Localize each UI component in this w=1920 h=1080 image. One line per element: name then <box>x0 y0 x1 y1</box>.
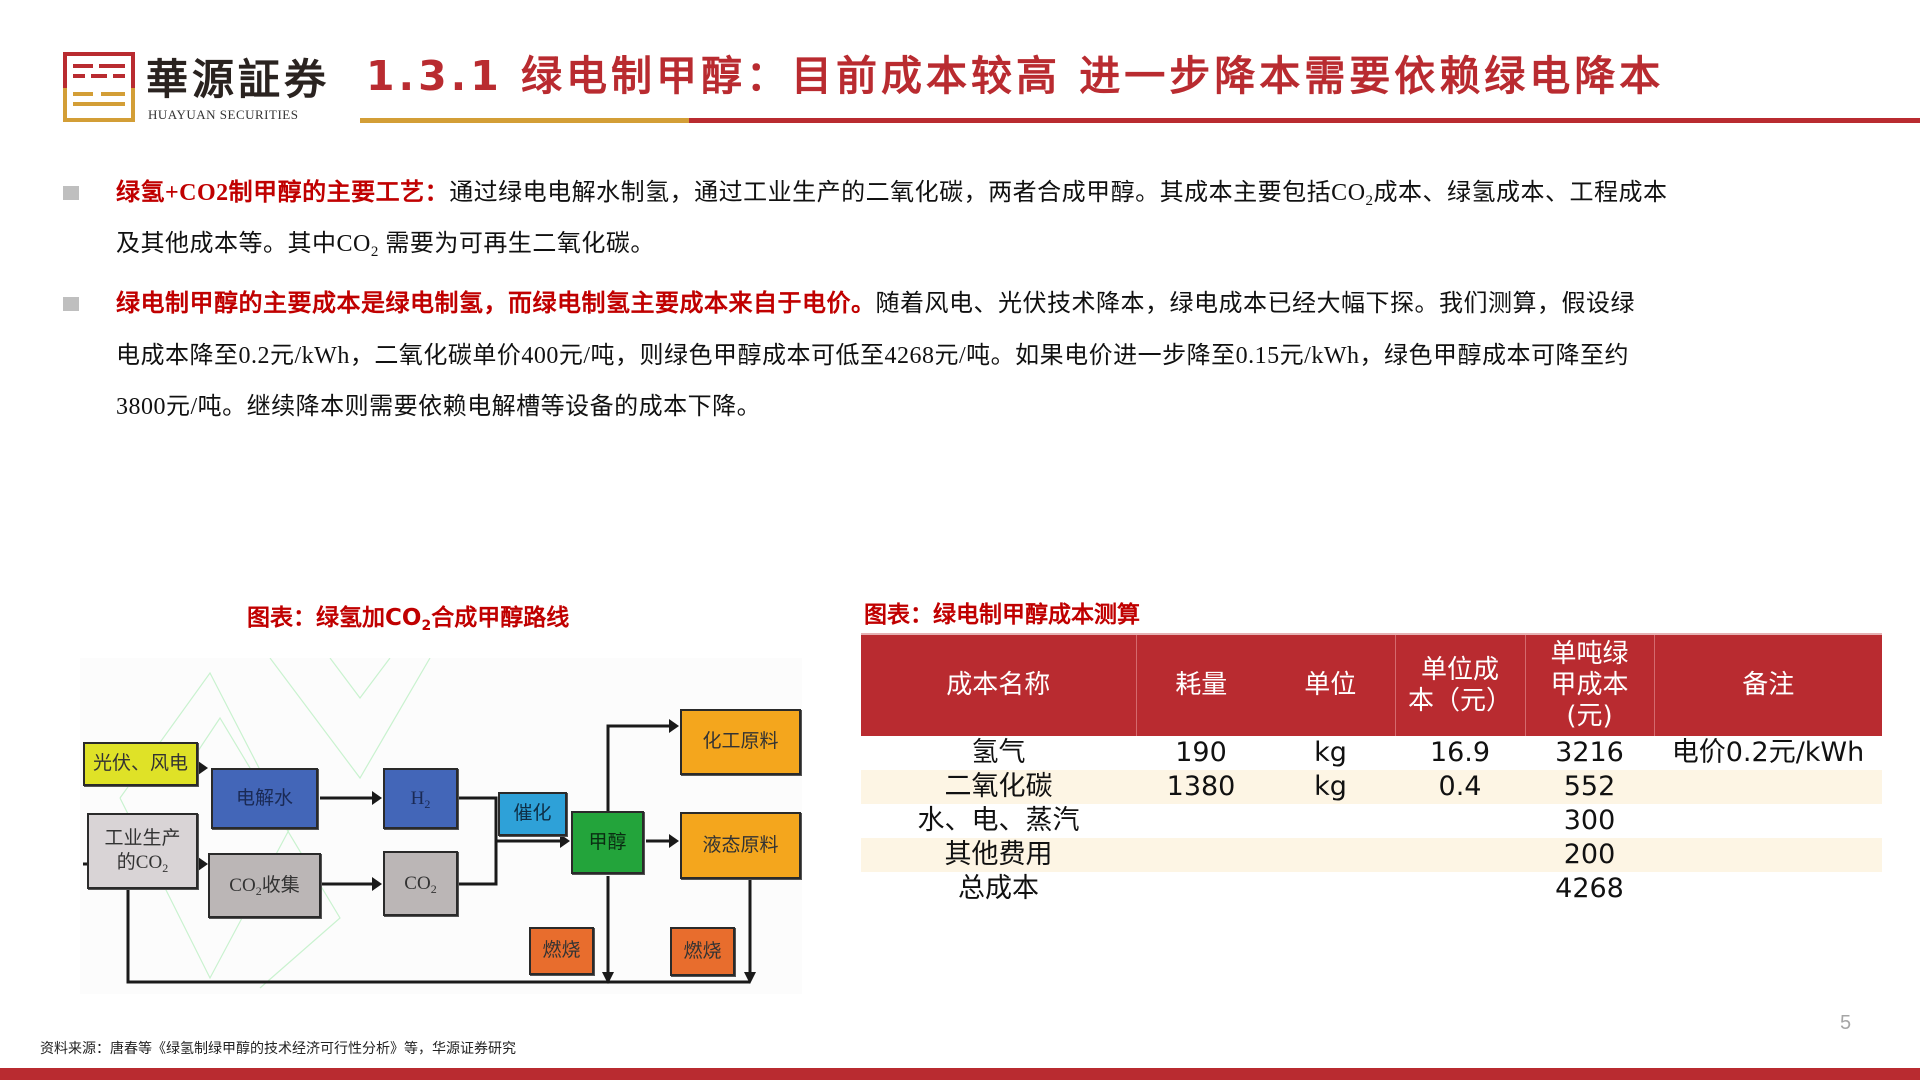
table-row: 二氧化碳 1380 kg 0.4 552 <box>861 770 1882 804</box>
node-liquid-feedstock: 液态原料 <box>680 812 801 879</box>
cell-unit: kg <box>1266 770 1395 804</box>
bullet-icon <box>63 186 79 200</box>
title-underline-red <box>689 118 1920 123</box>
cell-unit-cost: 0.4 <box>1395 770 1525 804</box>
cell-unit-cost <box>1395 838 1525 872</box>
node-chemical-feedstock: 化工原料 <box>680 709 801 775</box>
company-logo-subtitle: HUAYUAN SECURITIES <box>148 107 299 122</box>
table-header-row: 成本名称 耗量 单位 单位成本（元） 单吨绿甲成本(元) 备注 <box>861 633 1882 736</box>
bullet-1-emphasis: 绿氢+CO2制甲醇的主要工艺： <box>116 180 450 206</box>
company-logo-name: 華源証券 <box>146 55 331 104</box>
methanol-route-diagram: 光伏、风电 电解水 H2 工业生产的CO2 CO2收集 CO2 催化 甲醇 化工… <box>80 658 802 994</box>
cell-unit <box>1266 872 1395 906</box>
cell-consumption: 1380 <box>1136 770 1266 804</box>
table-row: 氢气 190 kg 16.9 3216 电价0.2元/kWh <box>861 736 1882 770</box>
node-methanol: 甲醇 <box>571 811 644 874</box>
bullet-2-line-2: 电成本降至0.2元/kWh，二氧化碳单价400元/吨，则绿色甲醇成本可低至426… <box>116 343 1629 369</box>
cell-unit-cost <box>1395 872 1525 906</box>
logo-emblem <box>63 52 135 122</box>
node-co2: CO2 <box>383 851 458 916</box>
cell-ton-cost: 200 <box>1525 838 1654 872</box>
cell-name: 水、电、蒸汽 <box>917 805 1080 836</box>
col-header-ton-cost: 单吨绿甲成本(元) <box>1524 633 1654 736</box>
cell-consumption: 190 <box>1175 737 1227 768</box>
bullet-1-line-2: 及其他成本等。其中CO2 需要为可再生二氧化碳。 <box>116 231 655 260</box>
bullet-2-emphasis: 绿电制甲醇的主要成本是绿电制氢，而绿电制氢主要成本来自于电价。 <box>116 291 876 317</box>
page-title: 1.3.1 绿电制甲醇：目前成本较高 进一步降本需要依赖绿电降本 <box>366 52 1665 100</box>
cell-unit: kg <box>1314 737 1347 768</box>
cell-unit-cost: 16.9 <box>1429 737 1491 768</box>
node-pv-wind: 光伏、风电 <box>83 742 198 786</box>
source-note: 资料来源：唐春等《绿氢制绿甲醇的技术经济可行性分析》等，华源证券研究 <box>40 1042 516 1057</box>
cell-ton-cost: 300 <box>1563 805 1616 836</box>
bullet-1-line-1: 绿氢+CO2制甲醇的主要工艺：通过绿电电解水制氢，通过工业生产的二氧化碳，两者合… <box>116 180 1668 209</box>
table-row: 其他费用 200 <box>861 838 1882 872</box>
cell-note <box>1654 804 1882 838</box>
node-combustion-1: 燃烧 <box>529 927 594 975</box>
node-h2: H2 <box>383 768 458 829</box>
cell-ton-cost: 3216 <box>1555 737 1624 768</box>
cell-ton-cost: 4268 <box>1555 873 1624 904</box>
cell-unit <box>1266 804 1395 838</box>
node-co2-capture: CO2收集 <box>208 853 321 918</box>
cost-estimate-table: 成本名称 耗量 单位 单位成本（元） 单吨绿甲成本(元) 备注 氢气 190 k… <box>861 633 1882 906</box>
col-header-note: 备注 <box>1653 633 1882 736</box>
cell-consumption <box>1136 872 1266 906</box>
col-header-consumption: 耗量 <box>1135 633 1266 736</box>
title-underline-gold <box>360 118 689 123</box>
cell-consumption <box>1136 804 1266 838</box>
cell-ton-cost: 552 <box>1525 770 1654 804</box>
cell-name: 氢气 <box>971 737 1026 768</box>
table-row: 水、电、蒸汽 300 <box>861 804 1882 838</box>
cell-note <box>1654 770 1882 804</box>
cell-name: 二氧化碳 <box>861 770 1136 804</box>
right-table-title: 图表：绿电制甲醇成本测算 <box>864 602 1140 628</box>
cell-name: 总成本 <box>958 873 1039 904</box>
col-header-unit: 单位 <box>1266 633 1395 736</box>
page-number: 5 <box>1840 1012 1852 1034</box>
node-combustion-2: 燃烧 <box>670 927 735 976</box>
bullet-icon <box>63 297 79 311</box>
footer-bar <box>0 1068 1920 1080</box>
cell-consumption <box>1136 838 1266 872</box>
bullet-2-line-1: 绿电制甲醇的主要成本是绿电制氢，而绿电制氢主要成本来自于电价。随着风电、光伏技术… <box>116 291 1635 317</box>
col-header-name: 成本名称 <box>861 633 1136 736</box>
col-header-unit-cost: 单位成本（元） <box>1394 633 1525 736</box>
table-row: 总成本 4268 <box>861 872 1882 906</box>
cell-unit <box>1266 838 1395 872</box>
node-electrolysis: 电解水 <box>211 768 318 829</box>
cell-note: 电价0.2元/kWh <box>1671 737 1865 768</box>
left-figure-title: 图表：绿氢加CO2合成甲醇路线 <box>247 605 570 634</box>
bullet-2-line-3: 3800元/吨。继续降本则需要依赖电解槽等设备的成本下降。 <box>116 394 762 420</box>
cell-note <box>1654 838 1882 872</box>
cell-name: 其他费用 <box>861 838 1136 872</box>
cell-unit-cost <box>1395 804 1525 838</box>
cell-note <box>1654 872 1882 906</box>
node-industrial-co2: 工业生产的CO2 <box>87 813 198 889</box>
node-catalysis: 催化 <box>498 792 567 836</box>
